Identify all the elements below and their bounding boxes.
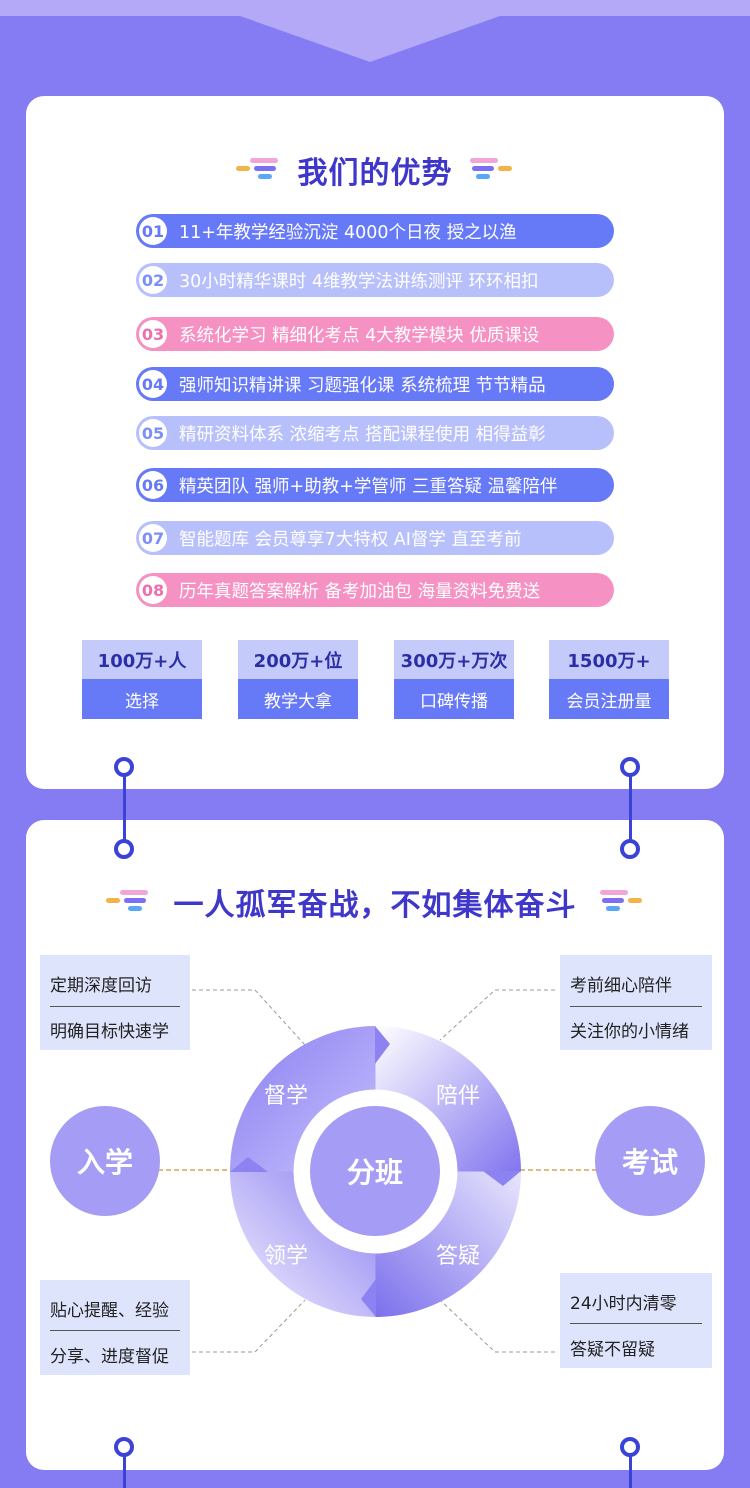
advantage-item: 02 30小时精华课时 4维教学法讲练测评 环环相扣 [136,263,614,297]
advantage-number-badge: 01 [139,217,167,245]
title-decoration-right [470,156,514,179]
advantage-number-badge: 05 [139,419,167,447]
note-line: 分享、进度督促 [50,1347,169,1367]
ring-label-lead: 领学 [264,1244,309,1269]
stat-label: 教学大拿 [238,679,358,719]
advantage-item: 01 11+年教学经验沉淀 4000个日夜 授之以渔 [136,214,614,248]
advantage-text: 精研资料体系 浓缩考点 搭配课程使用 相得益彰 [179,424,546,445]
advantage-item: 05 精研资料体系 浓缩考点 搭配课程使用 相得益彰 [136,416,614,450]
end-circle-exam: 考试 [595,1106,705,1216]
stat-label: 口碑传播 [394,679,514,719]
note-divider [570,1006,702,1007]
stat-value: 200万+位 [238,640,358,679]
advantage-item: 03 系统化学习 精细化考点 4大教学模块 优质课设 [136,317,614,351]
advantage-number-badge: 08 [139,576,167,604]
stat-value: 300万+万次 [394,640,514,679]
ring-label-supervise: 督学 [264,1084,309,1109]
stat-card: 1500万+ 会员注册量 [549,640,669,719]
advantage-item: 06 精英团队 强师+助教+学管师 三重答疑 温馨陪伴 [136,468,614,502]
note-line: 关注你的小情绪 [570,1022,689,1042]
card-connector-left [123,766,126,848]
advantage-text: 精英团队 强师+助教+学管师 三重答疑 温馨陪伴 [179,476,558,497]
connector-dot [620,1437,640,1457]
advantage-text: 智能题库 会员尊享7大特权 AI督学 直至考前 [179,529,522,550]
note-top-left: 定期深度回访 明确目标快速学 [40,955,190,1050]
note-line: 贴心提醒、经验 [50,1301,169,1321]
note-divider [50,1006,180,1007]
note-line: 答疑不留疑 [570,1340,655,1360]
advantage-text: 30小时精华课时 4维教学法讲练测评 环环相扣 [179,271,539,292]
advantage-item: 08 历年真题答案解析 备考加油包 海量资料免费送 [136,573,614,607]
stat-card: 300万+万次 口碑传播 [394,640,514,719]
connector-dot [114,1437,134,1457]
advantage-text: 强师知识精讲课 习题强化课 系统梳理 节节精品 [179,375,546,396]
title-decoration-left [106,888,150,911]
bottom-connector-left [123,1446,126,1488]
note-divider [50,1330,180,1331]
team-title: 一人孤军奋战，不如集体奋斗 [173,888,577,923]
advantage-number-badge: 03 [139,320,167,348]
stat-label: 会员注册量 [549,679,669,719]
stat-label: 选择 [82,679,202,719]
advantage-text: 历年真题答案解析 备考加油包 海量资料免费送 [179,581,541,602]
advantages-title: 我们的优势 [297,156,453,191]
stat-card: 200万+位 教学大拿 [238,640,358,719]
advantage-item: 07 智能题库 会员尊享7大特权 AI督学 直至考前 [136,521,614,555]
note-line: 明确目标快速学 [50,1022,169,1042]
center-circle-class: 分班 [310,1106,440,1236]
stat-card: 100万+人 选择 [82,640,202,719]
advantage-text: 系统化学习 精细化考点 4大教学模块 优质课设 [179,325,540,346]
title-decoration-left [236,156,280,179]
stat-value: 100万+人 [82,640,202,679]
advantage-number-badge: 06 [139,471,167,499]
bottom-connector-right [629,1446,632,1488]
advantage-item: 04 强师知识精讲课 习题强化课 系统梳理 节节精品 [136,367,614,401]
ring-label-answer: 答疑 [436,1244,481,1269]
note-bottom-left: 贴心提醒、经验 分享、进度督促 [40,1280,190,1375]
advantage-number-badge: 04 [139,370,167,398]
card-connector-right [629,766,632,848]
advantage-text: 11+年教学经验沉淀 4000个日夜 授之以渔 [179,222,517,243]
note-divider [570,1323,702,1324]
advantage-number-badge: 02 [139,266,167,294]
note-bottom-right: 24小时内清零 答疑不留疑 [560,1273,712,1368]
note-line: 定期深度回访 [50,976,152,996]
connector-dot [620,839,640,859]
connector-dot [114,757,134,777]
note-line: 24小时内清零 [570,1294,677,1314]
connector-dot [620,757,640,777]
note-line: 考前细心陪伴 [570,976,672,996]
top-banner-strip [0,0,750,16]
advantage-number-badge: 07 [139,524,167,552]
top-banner-arrow [240,16,500,62]
start-circle-enroll: 入学 [50,1106,160,1216]
title-decoration-right [600,888,644,911]
stat-value: 1500万+ [549,640,669,679]
ring-label-accompany: 陪伴 [436,1084,481,1109]
note-top-right: 考前细心陪伴 关注你的小情绪 [560,955,712,1050]
connector-dot [114,839,134,859]
